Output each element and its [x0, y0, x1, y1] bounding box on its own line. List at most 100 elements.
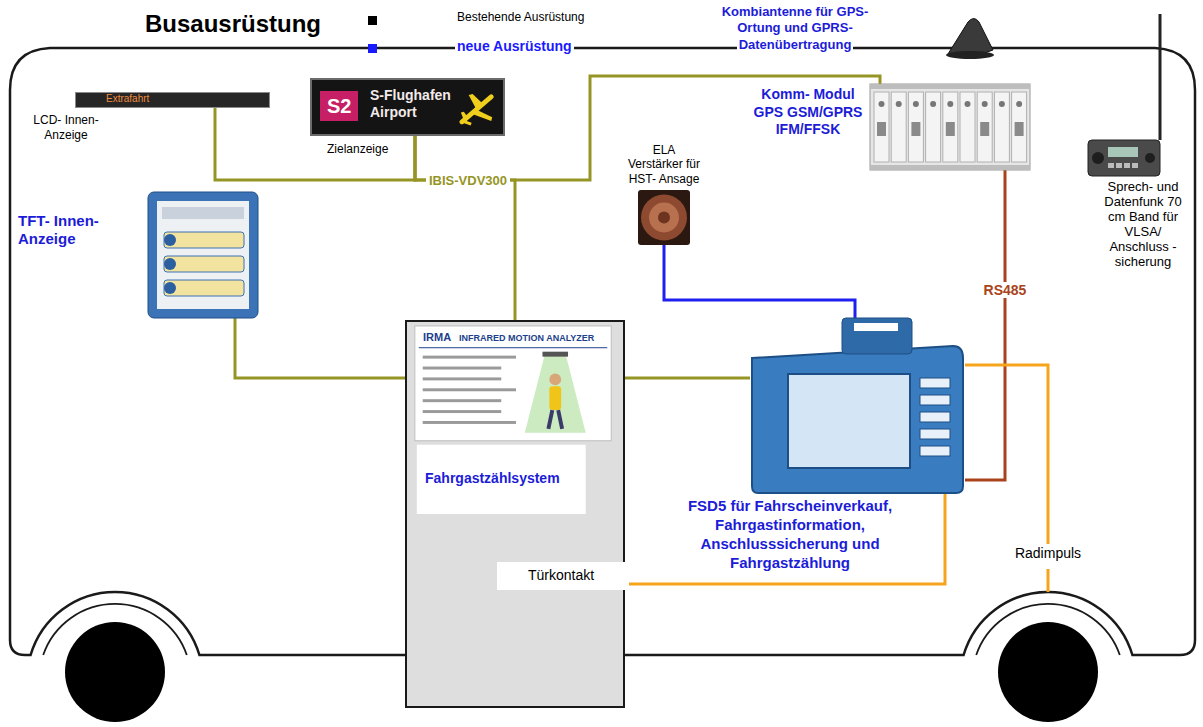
device-label: TFT- Innen- Anzeige — [18, 212, 122, 248]
ibis-wire — [235, 318, 405, 378]
tft-stop-icon — [164, 234, 176, 246]
sensor-beam — [525, 356, 586, 433]
person-legs — [548, 410, 562, 429]
speaker-base — [638, 190, 690, 245]
rack-slot — [891, 92, 906, 162]
antenna-base — [946, 51, 994, 59]
document-line — [423, 388, 516, 391]
communication-module: Komm- Modul GPS GSM/GPRS IFM/FFSK — [870, 84, 1030, 170]
terminal-key — [920, 446, 950, 456]
rack-slot — [908, 92, 923, 162]
slot-connector — [1015, 122, 1024, 136]
tft-screen — [157, 201, 249, 309]
ticket-terminal: FSD5 für Fahrscheinverkauf, Fahrgastinfo… — [750, 318, 965, 493]
radio-button — [1108, 163, 1114, 168]
wheel — [65, 622, 165, 722]
legend-swatch — [368, 16, 377, 25]
slot-knob — [896, 101, 902, 107]
document-heading: IRMA — [423, 331, 451, 344]
document-line — [423, 367, 502, 370]
tft-frame — [148, 192, 258, 318]
speaker-cone — [649, 203, 679, 233]
document-line — [423, 356, 516, 359]
terminal-key — [920, 412, 950, 422]
radio-antenna — [1159, 14, 1162, 140]
legend-swatch — [368, 44, 377, 53]
slot-knob — [947, 101, 953, 107]
terminal-key — [920, 395, 950, 405]
slot-connector — [946, 122, 955, 136]
slot-connector — [911, 122, 920, 136]
tft-row — [164, 232, 244, 248]
tft-display: TFT- Innen- Anzeige — [148, 192, 258, 318]
slot-knob — [1016, 101, 1022, 107]
ticket-printer — [842, 318, 912, 354]
device-label: Komm- Modul GPS GSM/GPRS IFM/FFSK — [752, 86, 864, 139]
radio-button — [1132, 163, 1138, 168]
antenna-label-box: Kombiantenne für GPS-Ortung und GPRS- Da… — [700, 4, 890, 58]
airplane-wing — [469, 94, 485, 110]
label-card — [417, 445, 586, 514]
device-label: Türkontakt — [497, 567, 625, 584]
person-head — [549, 373, 561, 385]
text-holder: Kombiantenne für GPS-Ortung und GPRS- Da… — [700, 4, 890, 53]
door-contact-box: Türkontakt — [497, 562, 629, 590]
slot-connector — [980, 122, 989, 136]
destination-text: S-Flughafen Airport — [370, 87, 466, 121]
slot-knob — [999, 101, 1005, 107]
tft-row — [164, 280, 244, 296]
wheel-sensor-box: Radimpuls — [1000, 544, 1100, 565]
rack-rail — [870, 84, 1030, 89]
destination-display: S2S-Flughafen AirportZielanzeige — [310, 78, 505, 136]
rack-slot — [943, 92, 958, 162]
terminal-key — [920, 378, 950, 388]
device-label: Zielanzeige — [327, 142, 388, 156]
airplane-tail — [461, 112, 468, 120]
legend-text: neue Ausrüstung — [455, 38, 574, 54]
device-illustration — [638, 190, 690, 245]
document-heading: INFRARED MOTION ANALYZER — [459, 333, 594, 344]
device-illustration — [870, 84, 1030, 170]
rack-frame — [870, 84, 1030, 170]
airplane-icon — [461, 94, 492, 126]
tft-header — [162, 207, 244, 219]
rack-slot — [960, 92, 975, 162]
sensor — [542, 352, 568, 357]
tft-row — [164, 256, 244, 272]
rack-slot — [994, 92, 1009, 162]
slot-knob — [913, 101, 919, 107]
device-label: Radimpuls — [1000, 545, 1096, 562]
radio-button — [1124, 163, 1130, 168]
document-line — [423, 377, 502, 380]
bus-body — [10, 48, 1195, 655]
signal-wire — [965, 365, 1048, 544]
line-number: S2 — [320, 91, 358, 121]
device-label: FSD5 für Fahrscheinverkauf, Fahrgastinfo… — [670, 496, 910, 572]
antenna-fin — [948, 19, 993, 57]
rack-slot — [926, 92, 941, 162]
rack-slot — [977, 92, 992, 162]
document-sheet — [415, 326, 611, 441]
slot-knob — [982, 101, 988, 107]
terminal-key — [920, 429, 950, 439]
device-illustration — [750, 318, 965, 493]
device-label: Sprech- und Datenfunk 70 cm Band für VLS… — [1102, 180, 1184, 270]
lcd-display: ExtrafahrtLCD- Innen- Anzeige — [75, 92, 270, 108]
display-text: Extrafahrt — [106, 93, 149, 105]
tft-stop-icon — [164, 258, 176, 270]
slot-knob — [930, 101, 936, 107]
diagram-title: Busausrüstung — [145, 10, 321, 38]
slot-knob — [965, 101, 971, 107]
counting-panel: IRMA INFRARED MOTION ANALYZER Fahrgastzähl… — [405, 320, 625, 708]
radio-body — [1088, 140, 1160, 176]
device-illustration — [148, 192, 258, 318]
document-line — [423, 410, 502, 413]
terminal-screen — [788, 374, 910, 468]
device-label: LCD- Innen- Anzeige — [26, 113, 106, 143]
device-label: Fahrgastzählsystem — [425, 470, 560, 487]
wheel — [998, 622, 1098, 722]
rack-rail — [870, 165, 1030, 170]
ticket-paper — [854, 323, 898, 331]
slot-connector — [877, 122, 886, 136]
rack-slot — [1012, 92, 1027, 162]
